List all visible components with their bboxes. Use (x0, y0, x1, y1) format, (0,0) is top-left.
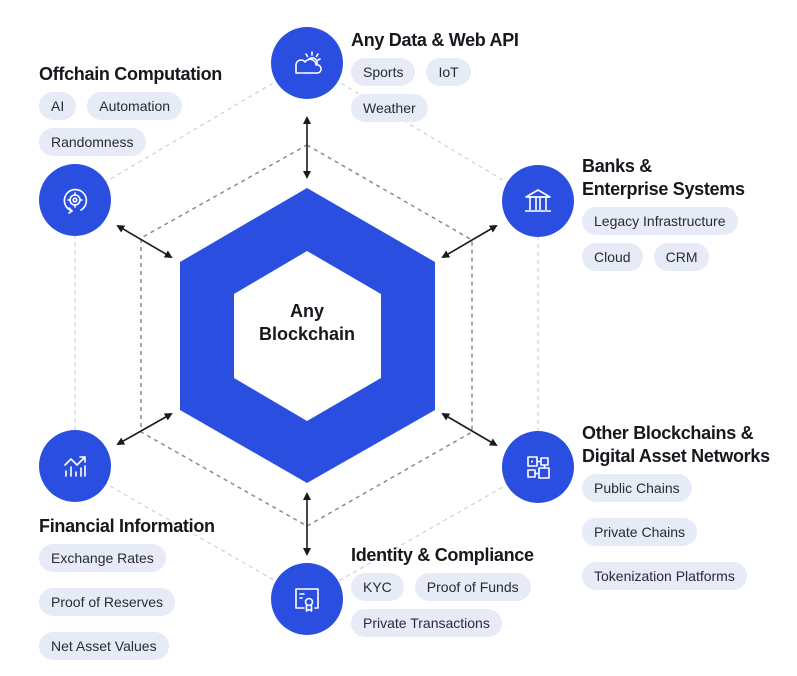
chart-trend-icon (64, 456, 86, 477)
arrow-banks (441, 224, 498, 259)
node-offchain (39, 164, 111, 236)
center-label-line2: Blockchain (258, 324, 356, 344)
group-financial: Financial Information Exchange Rates Pro… (39, 515, 215, 660)
pill-automation: Automation (87, 92, 183, 120)
node-other-chains (502, 431, 574, 503)
bank-icon (525, 189, 551, 212)
arrow-financial (116, 413, 173, 445)
group-other-chains: Other Blockchains & Digital Asset Networ… (582, 422, 772, 590)
group-title: Financial Information (39, 516, 215, 536)
certificate-icon (295, 588, 319, 612)
group-title-line1: Banks & (582, 156, 652, 176)
pill-exchange-rates: Exchange Rates (39, 544, 166, 572)
pill-net-asset-values: Net Asset Values (39, 632, 169, 660)
pill-private-chains: Private Chains (582, 518, 698, 546)
gear-refresh-icon (63, 188, 88, 214)
pill-private-transactions: Private Transactions (351, 609, 502, 637)
node-financial (39, 430, 111, 502)
center-label: Any Blockchain (234, 300, 380, 346)
group-banks: Banks & Enterprise Systems Legacy Infras… (582, 155, 772, 271)
pill-tokenization-platforms: Tokenization Platforms (582, 562, 747, 590)
pill-kyc: KYC (351, 573, 404, 601)
node-banks (502, 165, 574, 237)
pill-crm: CRM (653, 243, 710, 271)
cloud-sun-icon (295, 51, 322, 74)
pill-proof-of-reserves: Proof of Reserves (39, 588, 176, 616)
pill-legacy-infrastructure: Legacy Infrastructure (582, 207, 738, 235)
group-title: Offchain Computation (39, 64, 222, 84)
group-identity: Identity & Compliance KYC Proof of Funds… (351, 544, 551, 637)
node-data-api (271, 27, 343, 99)
pill-randomness: Randomness (39, 128, 146, 156)
arrow-offchain (116, 224, 173, 259)
pill-cloud: Cloud (582, 243, 643, 271)
arrow-other-chains (441, 412, 498, 447)
pill-public-chains: Public Chains (582, 474, 692, 502)
node-identity (271, 563, 343, 635)
pill-iot: IoT (426, 58, 471, 86)
group-title-line2: Digital Asset Networks (582, 446, 770, 466)
pill-proof-of-funds: Proof of Funds (414, 573, 531, 601)
group-title: Any Data & Web API (351, 30, 519, 50)
pill-sports: Sports (351, 58, 416, 86)
group-title: Other Blockchains & Digital Asset Networ… (582, 422, 772, 468)
group-title: Identity & Compliance (351, 545, 534, 565)
network-blocks-icon (527, 456, 550, 479)
pill-weather: Weather (351, 94, 428, 122)
center-label-line1: Any (289, 301, 324, 321)
group-offchain: Offchain Computation AI Automation Rando… (39, 63, 222, 156)
group-data-api: Any Data & Web API Sports IoT Weather (351, 29, 519, 122)
group-title-line2: Enterprise Systems (582, 179, 745, 199)
group-title-line1: Other Blockchains & (582, 423, 754, 443)
group-title: Banks & Enterprise Systems (582, 155, 772, 201)
blockchain-hexagon (180, 188, 435, 483)
pill-ai: AI (39, 92, 77, 120)
